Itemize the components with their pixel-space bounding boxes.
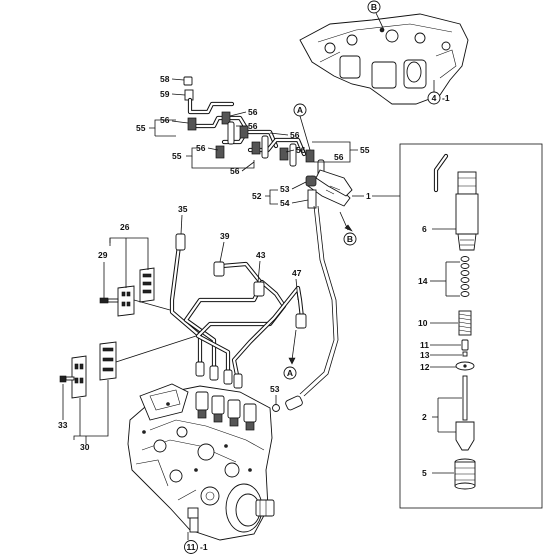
clamp-56-f [279,147,289,161]
callout-30: 30 [80,442,90,452]
reference-b-lower-label: B [347,234,353,244]
leak-off-pipe-assembly [183,76,325,179]
callout-56-d: 56 [290,130,300,140]
callout-55-left-bottom: 55 [172,151,182,161]
nozzle-nut-5 [454,458,476,490]
callout-58: 58 [160,74,170,84]
callout-29: 29 [98,250,108,260]
callout-55-left-top: 55 [136,123,146,133]
pipe-clamp-26 [117,267,155,317]
callout-11: 11 [420,340,429,350]
callout-56-f: 56 [196,143,206,153]
nozzle-body [455,421,475,451]
callout-56-b: 56 [248,107,258,117]
callout-2: 2 [422,412,427,422]
head-callout-circle [427,91,441,105]
nozzle-2 [455,375,475,451]
callout-56-c: 56 [248,121,258,131]
callout-55-right: 55 [360,145,370,155]
pipe-35-nut [175,233,186,251]
callout-53-lower: 53 [270,384,280,394]
callout-39: 39 [220,231,230,241]
nozzle-needle [462,375,468,421]
bolt-33 [59,375,75,383]
part-13-pin [462,351,468,357]
pump-callout-circle [184,540,198,554]
nozzle-holders-on-head [305,169,353,209]
callout-52: 52 [252,191,262,201]
injection-pump-illustration [127,383,275,541]
part-53-gasket [305,175,317,187]
clamp-56-d [215,145,225,159]
head-callout-number: 4 [432,93,437,103]
spring-10 [458,310,472,336]
holder-body [455,193,479,235]
pipe-39-nut [213,261,225,277]
injector-nozzle-holder-6 [433,153,479,251]
callout-59: 59 [160,89,170,99]
callout-56-a: 56 [160,115,170,125]
callout-10: 10 [418,318,428,328]
callout-1: 1 [366,191,371,201]
clamp-56-g [305,149,315,163]
head-callout-suffix: -1 [442,93,450,103]
pump-callout-suffix: -1 [200,542,208,552]
callout-14: 14 [418,276,428,286]
callout-56-right: 56 [334,152,344,162]
callout-13: 13 [420,350,430,360]
reference-b-lower-circle [343,232,357,246]
clamp-56-a [187,117,197,131]
callout-53-top: 53 [280,184,290,194]
pipe-43-nut [253,281,265,297]
bolt-29 [99,297,119,304]
pipe-clamp-30 [71,341,117,399]
cylinder-head-illustration [299,13,469,105]
reference-a-lower-label: A [287,368,293,378]
part-54-seal [307,189,317,209]
callout-56-e: 56 [296,145,306,155]
clamp-56-c [239,125,249,139]
callout-26: 26 [120,222,130,232]
callout-5: 5 [422,468,427,478]
callout-47: 47 [292,268,302,278]
pump-callout-number: 11 [187,542,196,552]
reference-a-lower-circle [283,366,297,380]
callout-43: 43 [256,250,266,260]
pipe-47-nut [295,313,307,329]
callout-6: 6 [422,224,427,234]
part-53-lower [285,395,303,411]
clamp-56-e [251,141,261,155]
callout-33: 33 [58,420,68,430]
callout-12: 12 [420,362,430,372]
callout-54: 54 [280,198,290,208]
reference-b-top-circle [367,0,381,14]
clamp-56-b [221,111,231,125]
callout-35: 35 [178,204,188,214]
injector-detail-box [399,143,543,509]
part-58-cap [183,76,193,86]
reference-a-upper-label: A [297,105,303,115]
callout-56-g: 56 [230,166,240,176]
high-pressure-pipes [169,233,307,389]
shim-washers-14 [460,256,470,297]
holder-nut [457,171,477,195]
part-11-spindle [461,339,469,351]
reference-b-top-label: B [371,2,377,12]
